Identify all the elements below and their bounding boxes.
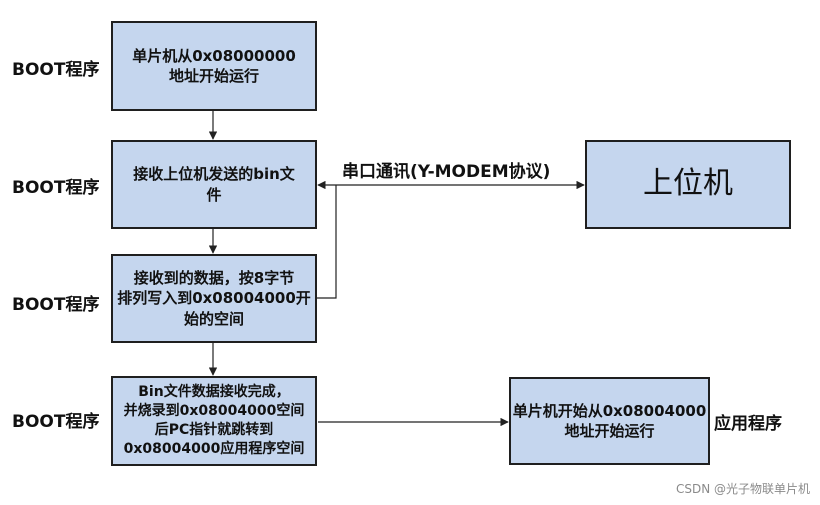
step3-box: 接收到的数据，按8字节 排列写入到0x08004000开 始的空间 (111, 254, 317, 343)
serial-protocol-label: 串口通讯(Y-MODEM协议) (342, 162, 551, 182)
step2-text: 接收上位机发送的bin文 件 (133, 165, 295, 204)
app-box: 单片机开始从0x08004000 地址开始运行 (509, 377, 710, 465)
line-step3-to-serial (317, 185, 337, 299)
host-text: 上位机 (643, 166, 733, 202)
csdn-watermark: CSDN @光子物联单片机 (675, 482, 810, 496)
step4-box: Bin文件数据接收完成， 并烧录到0x08004000空间 后PC指针就跳转到 … (111, 376, 317, 466)
host-box: 上位机 (585, 140, 791, 229)
step2-box: 接收上位机发送的bin文 件 (111, 140, 317, 229)
boot-label-3: BOOT程序 (12, 295, 100, 315)
boot-label-1: BOOT程序 (12, 60, 100, 80)
app-label: 应用程序 (714, 414, 782, 434)
app-text: 单片机开始从0x08004000 地址开始运行 (512, 401, 707, 440)
step3-text: 接收到的数据，按8字节 排列写入到0x08004000开 始的空间 (117, 269, 311, 328)
step1-box: 单片机从0x08000000 地址开始运行 (111, 21, 317, 111)
boot-label-4: BOOT程序 (12, 412, 100, 432)
step1-text: 单片机从0x08000000 地址开始运行 (132, 46, 296, 85)
step4-text: Bin文件数据接收完成， 并烧录到0x08004000空间 后PC指针就跳转到 … (123, 384, 305, 457)
boot-label-2: BOOT程序 (12, 178, 100, 198)
